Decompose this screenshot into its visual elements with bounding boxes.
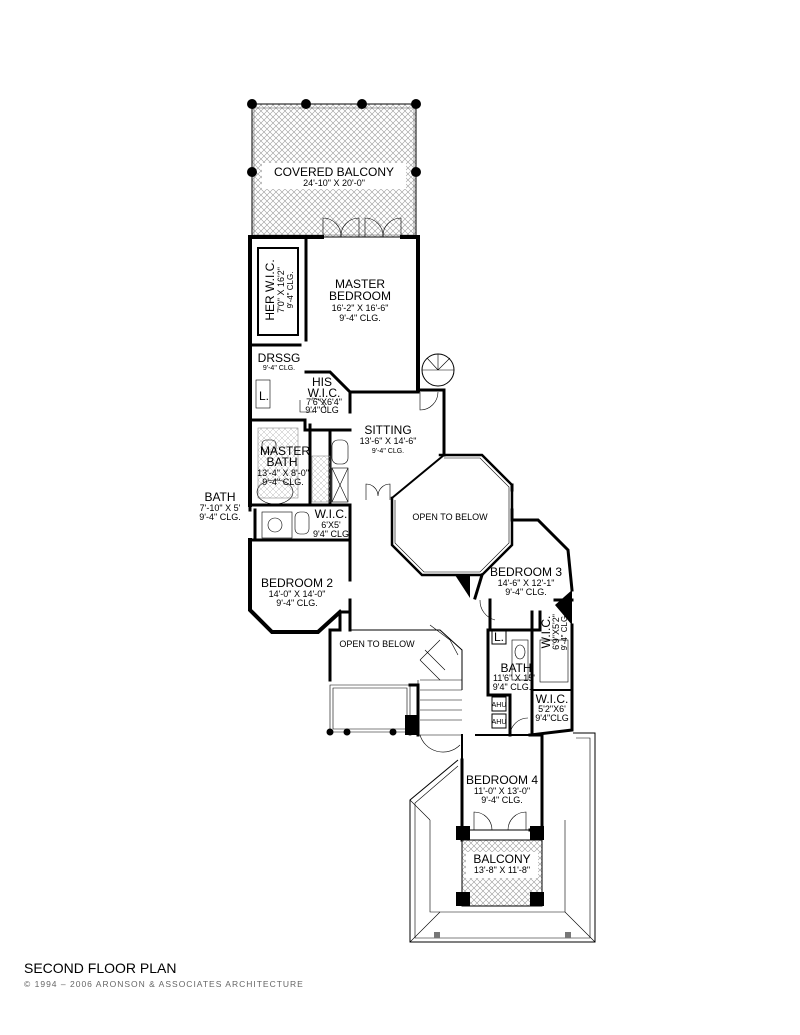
bath-left-dims: 7'-10" X 5': [200, 503, 241, 513]
room-labels: COVERED BALCONY 24'-10" X 20'-0" MASTER …: [199, 165, 569, 875]
bath-right-clg: 9'4" CLG.: [493, 682, 531, 692]
corner-fill: [455, 575, 470, 598]
bedroom-3-dims: 14'-6" X 12'-1": [498, 578, 555, 588]
his-wic-clg: 9'4"CLG: [305, 405, 338, 415]
column: [389, 728, 397, 736]
bedroom-3-walls: [455, 518, 574, 632]
her-wic-name: HER W.I.C.: [263, 259, 277, 320]
railing-deck: [326, 684, 463, 761]
sitting-clg: 9'-4" CLG.: [372, 448, 404, 455]
bedroom-2-dims: 14'-0" X 14'-0": [269, 589, 326, 599]
master-bedroom-name-1: MASTER: [335, 277, 385, 291]
wic-left-dims: 6'X5': [321, 520, 341, 530]
covered-balcony: [247, 99, 421, 238]
plan-title: SECOND FLOOR PLAN: [24, 960, 177, 976]
column: [326, 728, 334, 736]
bedroom-3-clg: 9'-4" CLG.: [505, 587, 546, 597]
linen-label-right: L.: [494, 630, 504, 644]
open-to-below-1: OPEN TO BELOW: [412, 512, 488, 522]
column: [301, 99, 311, 109]
master-bedroom-clg: 9'-4" CLG.: [339, 313, 380, 323]
wic-left-name: W.I.C.: [315, 507, 348, 521]
sitting-name: SITTING: [364, 423, 411, 437]
wic-left-clg: 9'4" CLG: [313, 529, 349, 539]
bedroom-4-clg: 9'-4" CLG.: [481, 795, 522, 805]
column: [247, 99, 257, 109]
column: [411, 167, 421, 177]
covered-balcony-dims: 24'-10" X 20'-0": [303, 178, 365, 188]
balcony-dims: 13'-8" X 11'-8": [474, 865, 530, 875]
wic-right-clg: 9'-4" CLG.: [560, 614, 569, 651]
ahu-label-1: AHU: [492, 702, 507, 709]
bedroom-3-name: BEDROOM 3: [490, 565, 562, 579]
column: [247, 167, 257, 177]
bath-left-name: BATH: [204, 490, 235, 504]
ahu-label-2: AHU: [492, 719, 507, 726]
bath-right-walls: [486, 610, 574, 737]
wic-small-name: W.I.C.: [536, 692, 569, 706]
bath-right-name: BATH: [500, 661, 531, 675]
drssg-clg: 9'-4" CLG.: [263, 365, 295, 372]
linen-label-left: L.: [259, 389, 269, 403]
balcony-double-doors: [322, 217, 402, 238]
open-to-below-octagon: [390, 453, 514, 577]
master-bath-fixtures: [255, 379, 349, 539]
covered-balcony-name: COVERED BALCONY: [274, 165, 394, 179]
wic-small-dims: 5'2"X6': [538, 704, 566, 714]
wic-right-name: W.I.C.: [539, 616, 553, 649]
column: [411, 99, 421, 109]
staircase: [328, 610, 463, 753]
copyright-notice: © 1994 – 2006 ARONSON & ASSOCIATES ARCHI…: [24, 979, 304, 989]
bedroom-4-dims: 11'-0" X 13'-0": [474, 786, 530, 796]
bedroom-4-name: BEDROOM 4: [466, 773, 538, 787]
master-bath-name-1: MASTER: [260, 444, 310, 458]
title-block: SECOND FLOOR PLAN © 1994 – 2006 ARONSON …: [24, 960, 304, 989]
master-bedroom-name-2: BEDROOM: [329, 289, 391, 303]
master-bath-clg: 9'-4" CLG.: [262, 477, 303, 487]
column: [343, 728, 351, 736]
her-wic-dims: 7'0" X 16'2": [276, 267, 286, 313]
master-bath-name-2: BATH: [266, 455, 297, 469]
column: [357, 99, 367, 109]
bedroom-2-clg: 9'-4" CLG.: [276, 598, 317, 608]
his-wic-dims: 7'6"X6'4": [306, 397, 342, 407]
her-wic-clg: 9'-4" CLG.: [286, 272, 295, 309]
lower-balcony: [456, 839, 544, 907]
his-wic-name-1: HIS: [312, 375, 332, 389]
master-bedroom-dims: 16'-2" X 16'-6": [332, 303, 389, 313]
master-bath-dims: 13'-4" X 8'-0": [257, 468, 309, 478]
bedroom-4-walls: [456, 733, 544, 842]
open-to-below-2: OPEN TO BELOW: [339, 639, 415, 649]
balcony-name: BALCONY: [473, 852, 530, 866]
bedroom-2-name: BEDROOM 2: [261, 576, 333, 590]
bath-left-clg: 9'-4" CLG.: [199, 512, 240, 522]
sitting-dims: 13'-6" X 14'-6": [360, 436, 417, 446]
bath-right-dims: 11'6" X 15': [493, 673, 535, 683]
wic-small-clg: 9'4"CLG: [535, 713, 568, 723]
drssg-name: DRSSG: [258, 351, 301, 365]
roof-outline: [409, 732, 596, 943]
wic-right-dims: 6'9"X5'2": [551, 614, 561, 650]
his-wic-name-2: W.I.C.: [308, 386, 341, 400]
exterior-walls: [248, 235, 420, 634]
sitting-area-walls: [348, 353, 455, 500]
